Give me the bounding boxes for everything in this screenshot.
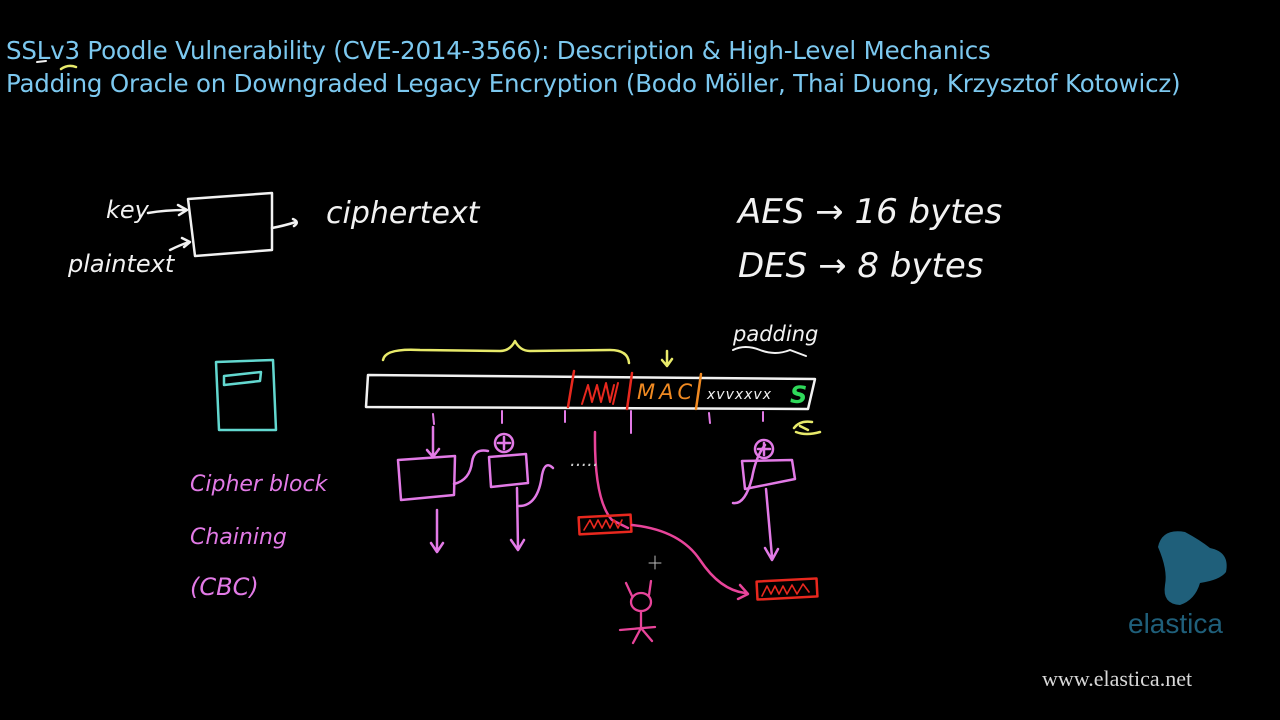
- elastica-logo-icon: [1158, 531, 1227, 605]
- attack-path: [577, 430, 819, 601]
- cursor-crosshair-icon: [648, 555, 662, 570]
- ciphertext-label: ciphertext: [326, 196, 480, 231]
- cipher-box: [186, 191, 274, 258]
- padding-underline: [732, 346, 807, 357]
- mac-label: MAC: [637, 380, 697, 404]
- title-line-1: SSLv3 Poodle Vulnerability (CVE-2014-356…: [6, 36, 991, 65]
- padding-bytes: xvvxxvx: [707, 387, 772, 403]
- cipher-name: AES: [738, 192, 805, 232]
- copied-block: [577, 513, 633, 536]
- underline-mark: [36, 60, 47, 63]
- last-byte-label: S: [790, 381, 808, 409]
- arrow: →: [815, 192, 844, 232]
- brand-url: www.elastica.net: [1042, 666, 1193, 691]
- data-scribble: [581, 382, 619, 405]
- block-size-des: DES → 8 bytes: [738, 246, 983, 286]
- cbc-block-2: [487, 452, 530, 489]
- cbc-label-line-2: Chaining: [190, 525, 287, 550]
- record-outline: [364, 373, 817, 411]
- cbc-label-line-3: (CBC): [190, 573, 259, 601]
- xor-icon: [753, 438, 775, 460]
- block-size: 8 bytes: [857, 246, 984, 286]
- cbc-label-line-1: Cipher block: [190, 472, 328, 497]
- cbc-block-n: [740, 458, 797, 491]
- data-brace: [381, 339, 631, 365]
- cipher-box-diagram: [146, 191, 298, 258]
- block-size-aes: AES → 16 bytes: [738, 192, 1002, 232]
- key-label: key: [106, 196, 149, 224]
- padding-label: padding: [733, 322, 819, 346]
- xor-icon: [493, 432, 515, 454]
- ellipsis: .....: [570, 450, 599, 471]
- ciphertext-arrow: [270, 220, 298, 230]
- block-icon: [214, 358, 278, 432]
- cbc-block-1: [396, 454, 457, 502]
- last-block: [755, 577, 819, 601]
- mac-arrow: [660, 349, 674, 368]
- cbc-chain: [396, 425, 797, 562]
- record-bar: [364, 339, 822, 436]
- brand-logo-text: elastica: [1128, 608, 1223, 639]
- plaintext-label: plaintext: [68, 250, 175, 278]
- arrow: →: [818, 246, 847, 286]
- block-size: 16 bytes: [854, 192, 1003, 232]
- title-line-2: Padding Oracle on Downgraded Legacy Encr…: [6, 69, 1181, 98]
- key-arrow: [146, 208, 188, 215]
- underline-mark: [59, 64, 78, 71]
- attacker-icon: [618, 579, 657, 645]
- last-byte-arrow: [792, 420, 822, 436]
- cipher-name: DES: [738, 246, 808, 286]
